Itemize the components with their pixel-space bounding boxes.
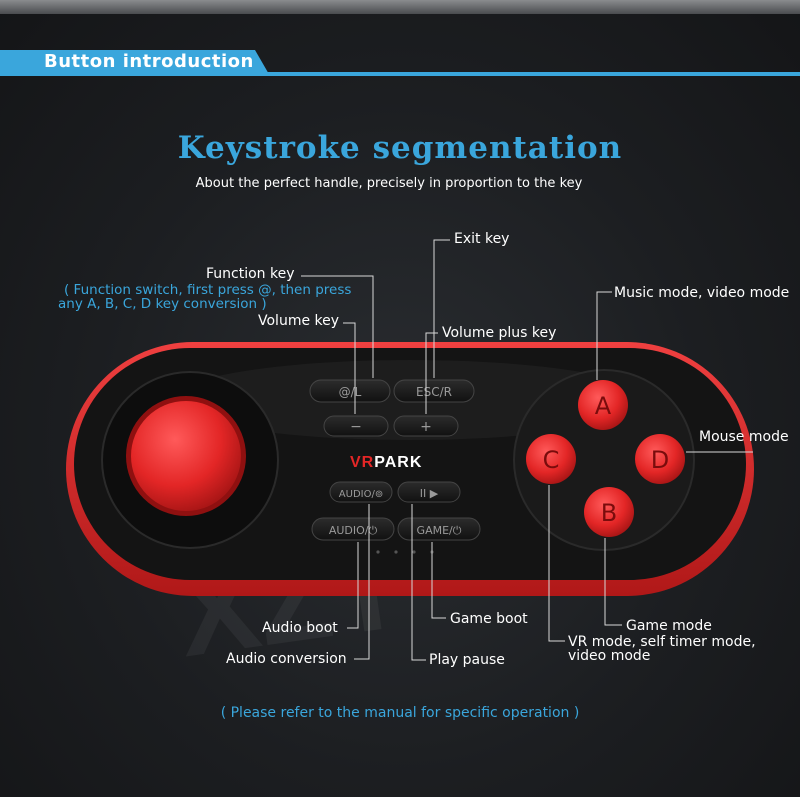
section-banner [0, 50, 270, 76]
center-keys: @/L ESC/R − + AUDIO/⊚ II ▶ AUDIO/⏻ GAME/… [309, 379, 481, 554]
play-pause-key[interactable] [397, 481, 461, 503]
callout-lines [301, 239, 753, 661]
label-play-pause: Play pause [429, 652, 505, 668]
page-subtitle: About the perfect handle, precisely in p… [195, 176, 583, 191]
function-key-label: @/L [339, 385, 362, 399]
volume-minus-key[interactable] [323, 415, 389, 437]
section-title: Button introduction [44, 51, 254, 72]
label-audio-boot: Audio boot [262, 620, 338, 636]
face-button-c[interactable] [526, 434, 576, 484]
game-boot-key[interactable] [397, 517, 481, 541]
joystick-thumb[interactable] [131, 401, 241, 511]
callout-game-boot [431, 542, 446, 619]
callout-volume-plus-key [425, 332, 438, 414]
exit-key-label: ESC/R [416, 385, 452, 399]
label-game-mode: Game mode [626, 618, 712, 634]
callout-music-mode [596, 291, 612, 380]
page-title: Keystroke segmentation [177, 130, 623, 166]
volume-plus-key[interactable] [393, 415, 459, 437]
function-key[interactable] [309, 379, 391, 403]
callout-audio-boot [347, 542, 359, 629]
label-music-mode: Music mode, video mode [614, 285, 790, 301]
audio-conversion-key[interactable] [329, 481, 393, 503]
callout-exit-key [433, 239, 450, 378]
callout-audio-conversion [354, 504, 370, 660]
face-button-c-label: C [543, 446, 560, 474]
play-pause-label: II ▶ [420, 487, 439, 500]
callout-volume-key [343, 322, 356, 414]
audio-boot-key[interactable] [311, 517, 395, 541]
label-audio-conversion: Audio conversion [226, 651, 347, 667]
top-photo-strip [0, 0, 800, 14]
face-buttons-base [513, 369, 695, 551]
brand-park: PARK [374, 454, 422, 471]
face-button-b[interactable] [584, 487, 634, 537]
label-volume-plus-key: Volume plus key [442, 325, 557, 341]
volume-minus-label: − [350, 419, 362, 435]
face-button-a[interactable] [578, 380, 628, 430]
audio-conversion-label: AUDIO/⊚ [339, 489, 383, 500]
indicator-led [412, 550, 416, 554]
face-button-b-label: B [601, 499, 617, 527]
label-mouse-mode: Mouse mode [699, 429, 789, 445]
footer-note: ( Please refer to the manual for specifi… [220, 705, 580, 721]
face-button-a-label: A [595, 392, 612, 420]
face-button-d-label: D [651, 446, 669, 474]
callout-function-key [301, 275, 374, 378]
brand-logo: VRPARK [350, 454, 422, 471]
label-vr-mode-2: video mode [568, 648, 651, 664]
indicator-led [376, 550, 380, 554]
section-banner-line [255, 72, 800, 76]
callout-play-pause [411, 504, 426, 661]
audio-boot-label: AUDIO/⏻ [329, 524, 378, 537]
indicator-led [394, 550, 398, 554]
callout-game-mode [604, 538, 622, 626]
label-function-note-1: ( Function switch, first press @, then p… [64, 282, 352, 298]
label-game-boot: Game boot [450, 611, 528, 627]
label-volume-key: Volume key [258, 313, 340, 329]
label-vr-mode-1: VR mode, self timer mode, [568, 634, 756, 650]
exit-key[interactable] [393, 379, 475, 403]
volume-plus-label: + [420, 419, 432, 435]
callout-vr-mode [548, 485, 565, 642]
brand-vr: VR [350, 454, 374, 471]
label-exit-key: Exit key [454, 231, 510, 247]
game-boot-label: GAME/⏻ [417, 524, 462, 537]
label-function-key: Function key [206, 266, 295, 282]
face-button-d[interactable] [635, 434, 685, 484]
label-function-note-2: any A, B, C, D key conversion ) [58, 296, 267, 312]
